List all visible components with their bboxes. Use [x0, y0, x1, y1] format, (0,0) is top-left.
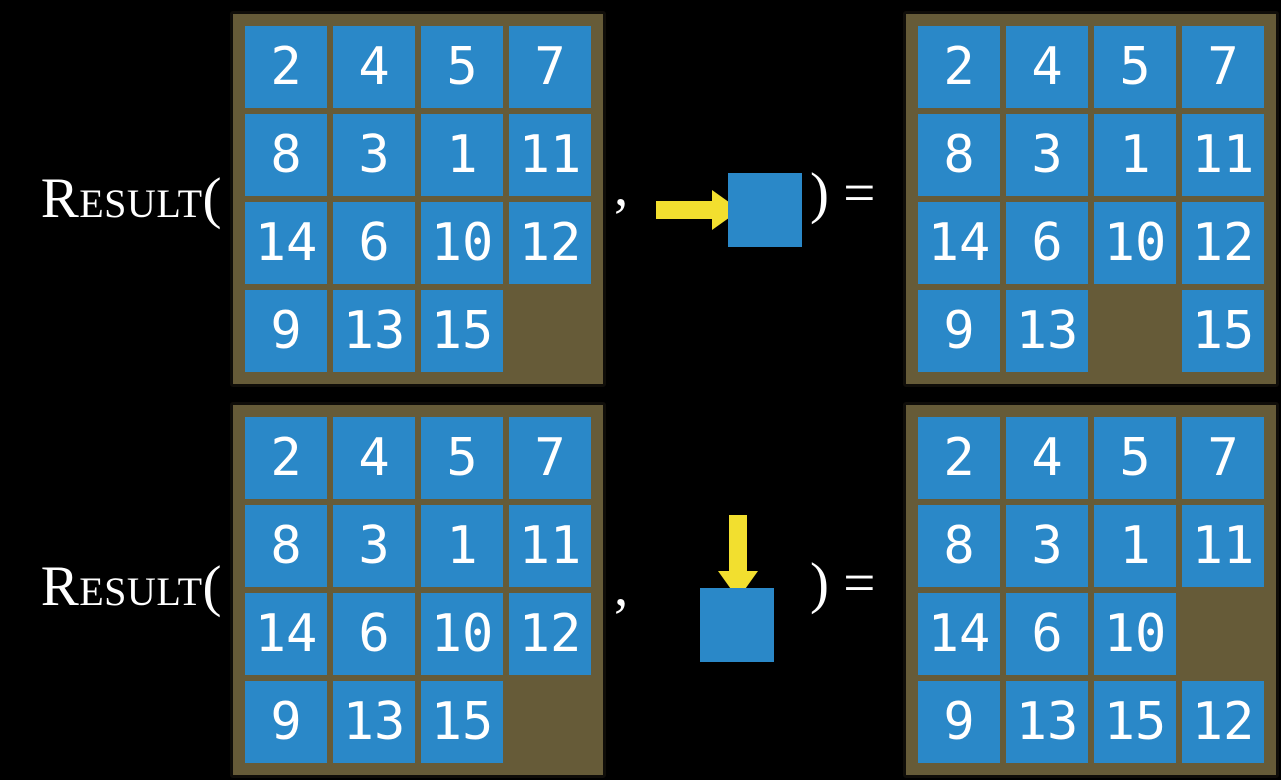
tile: 2: [245, 26, 327, 108]
function-open-label: Result(: [40, 167, 222, 230]
tile: 12: [509, 593, 591, 675]
tile: 3: [1006, 505, 1088, 587]
tile: 9: [918, 681, 1000, 763]
tile: 13: [333, 681, 415, 763]
down-arrow-icon: [718, 515, 758, 599]
tile: 6: [1006, 593, 1088, 675]
tile: 7: [509, 417, 591, 499]
tile: 2: [918, 417, 1000, 499]
tile: 5: [1094, 26, 1176, 108]
tile: 7: [1182, 417, 1264, 499]
tile: 8: [918, 505, 1000, 587]
tile: 15: [421, 681, 503, 763]
empty-cell: [509, 290, 591, 372]
input-board-1: 2 4 5 7 8 3 1 11 14 6 10 12 9 13 15: [230, 11, 606, 387]
tile: 4: [333, 26, 415, 108]
tile: 2: [245, 417, 327, 499]
tile: 15: [1182, 290, 1264, 372]
tile: 12: [1182, 202, 1264, 284]
tile: 12: [1182, 681, 1264, 763]
tile: 1: [1094, 505, 1176, 587]
tile: 2: [918, 26, 1000, 108]
comma-separator: ,: [614, 155, 629, 218]
input-board-2: 2 4 5 7 8 3 1 11 14 6 10 12 9 13 15: [230, 402, 606, 778]
tile: 11: [509, 505, 591, 587]
action-tile: [728, 173, 802, 247]
tile: 8: [918, 114, 1000, 196]
tile: 10: [1094, 202, 1176, 284]
tile: 10: [421, 202, 503, 284]
tile: 14: [245, 202, 327, 284]
tile: 5: [421, 26, 503, 108]
function-open-label: Result(: [40, 555, 222, 618]
close-paren-equals-label: ) =: [810, 552, 876, 615]
tile: 3: [333, 505, 415, 587]
close-paren-equals-label: ) =: [810, 162, 876, 225]
tile: 6: [333, 593, 415, 675]
tile: 3: [1006, 114, 1088, 196]
tile: 5: [421, 417, 503, 499]
tile: 8: [245, 505, 327, 587]
tile: 4: [333, 417, 415, 499]
tile: 11: [1182, 505, 1264, 587]
tile: 11: [1182, 114, 1264, 196]
tile: 12: [509, 202, 591, 284]
tile: 14: [918, 593, 1000, 675]
tile: 13: [333, 290, 415, 372]
tile: 13: [1006, 290, 1088, 372]
tile: 13: [1006, 681, 1088, 763]
tile: 5: [1094, 417, 1176, 499]
tile: 15: [421, 290, 503, 372]
tile: 1: [1094, 114, 1176, 196]
tile: 14: [245, 593, 327, 675]
tile: 9: [245, 290, 327, 372]
right-arrow-icon: [656, 190, 740, 230]
tile: 1: [421, 505, 503, 587]
tile: 7: [1182, 26, 1264, 108]
tile: 6: [333, 202, 415, 284]
tile: 4: [1006, 26, 1088, 108]
tile: 8: [245, 114, 327, 196]
comma-separator: ,: [614, 555, 629, 618]
output-board-1: 2 4 5 7 8 3 1 11 14 6 10 12 9 13 15: [903, 11, 1279, 387]
tile: 11: [509, 114, 591, 196]
empty-cell: [1182, 593, 1264, 675]
tile: 6: [1006, 202, 1088, 284]
action-tile: [700, 588, 774, 662]
tile: 4: [1006, 417, 1088, 499]
tile: 14: [918, 202, 1000, 284]
output-board-2: 2 4 5 7 8 3 1 11 14 6 10 9 13 15 12: [903, 402, 1279, 778]
tile: 9: [918, 290, 1000, 372]
tile: 7: [509, 26, 591, 108]
tile: 1: [421, 114, 503, 196]
tile: 3: [333, 114, 415, 196]
tile: 15: [1094, 681, 1176, 763]
tile: 9: [245, 681, 327, 763]
empty-cell: [1094, 290, 1176, 372]
empty-cell: [509, 681, 591, 763]
tile: 10: [421, 593, 503, 675]
tile: 10: [1094, 593, 1176, 675]
